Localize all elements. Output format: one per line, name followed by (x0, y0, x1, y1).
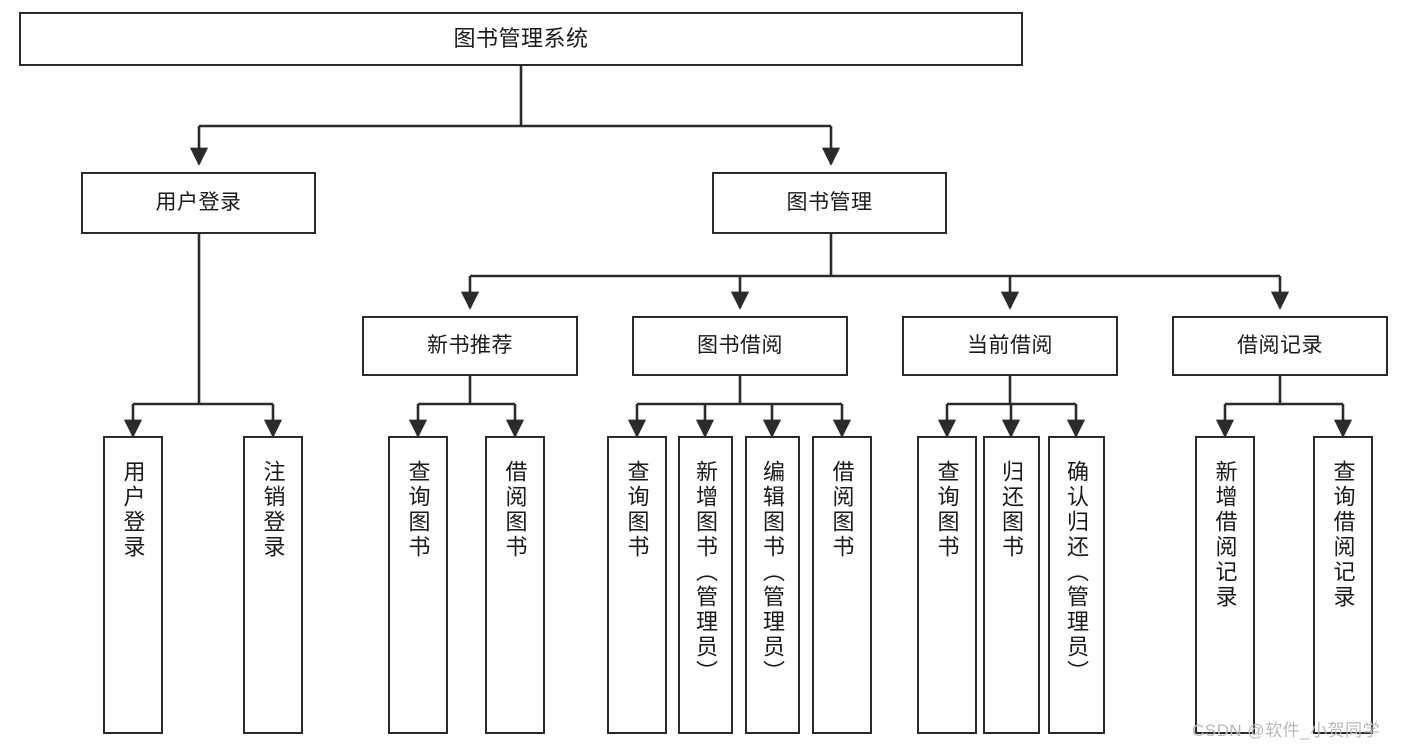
node-user-login-label: 用户登录 (155, 190, 242, 214)
leaf-user-login[interactable]: 用户登录 (103, 436, 163, 734)
leaf-return-book-label: 归还图书 (999, 460, 1025, 560)
leaf-query-book-3-label: 查询图书 (934, 460, 960, 560)
node-user-login[interactable]: 用户登录 (81, 172, 316, 234)
leaf-user-login-label: 用户登录 (120, 460, 146, 560)
leaf-add-record[interactable]: 新增借阅记录 (1195, 436, 1255, 734)
leaf-user-logout[interactable]: 注销登录 (243, 436, 303, 734)
node-book-borrow-label: 图书借阅 (697, 333, 783, 357)
leaf-query-book-1[interactable]: 查询图书 (388, 436, 448, 734)
leaf-query-book-1-label: 查询图书 (405, 460, 431, 560)
leaf-add-book-label: 新增图书（管理员） (693, 460, 719, 685)
leaf-user-logout-label: 注销登录 (260, 460, 286, 560)
leaf-borrow-book-2[interactable]: 借阅图书 (812, 436, 872, 734)
node-root[interactable]: 图书管理系统 (19, 12, 1023, 66)
leaf-edit-book-label: 编辑图书（管理员） (760, 460, 786, 685)
node-book-manage[interactable]: 图书管理 (712, 172, 947, 234)
leaf-confirm-return-label: 确认归还（管理员） (1064, 460, 1090, 685)
watermark: CSDN @软件_小贺同学 (1192, 721, 1381, 740)
leaf-edit-book[interactable]: 编辑图书（管理员） (745, 436, 800, 734)
leaf-confirm-return[interactable]: 确认归还（管理员） (1048, 436, 1105, 734)
node-book-borrow[interactable]: 图书借阅 (632, 316, 848, 376)
node-new-book-recommend-label: 新书推荐 (427, 333, 513, 357)
leaf-borrow-book-2-label: 借阅图书 (829, 460, 855, 560)
node-current-borrow-label: 当前借阅 (967, 333, 1053, 357)
leaf-return-book[interactable]: 归还图书 (983, 436, 1040, 734)
node-current-borrow[interactable]: 当前借阅 (902, 316, 1118, 376)
leaf-add-record-label: 新增借阅记录 (1212, 460, 1238, 610)
node-new-book-recommend[interactable]: 新书推荐 (362, 316, 578, 376)
leaf-query-record[interactable]: 查询借阅记录 (1313, 436, 1373, 734)
node-borrow-record-label: 借阅记录 (1237, 333, 1323, 357)
leaf-add-book[interactable]: 新增图书（管理员） (678, 436, 733, 734)
leaf-query-book-3[interactable]: 查询图书 (917, 436, 977, 734)
leaf-borrow-book-1[interactable]: 借阅图书 (485, 436, 545, 734)
leaf-query-book-2[interactable]: 查询图书 (607, 436, 667, 734)
leaf-borrow-book-1-label: 借阅图书 (502, 460, 528, 560)
node-book-manage-label: 图书管理 (786, 190, 873, 214)
node-borrow-record[interactable]: 借阅记录 (1172, 316, 1388, 376)
leaf-query-record-label: 查询借阅记录 (1330, 460, 1356, 610)
node-root-label: 图书管理系统 (453, 26, 589, 52)
leaf-query-book-2-label: 查询图书 (624, 460, 650, 560)
